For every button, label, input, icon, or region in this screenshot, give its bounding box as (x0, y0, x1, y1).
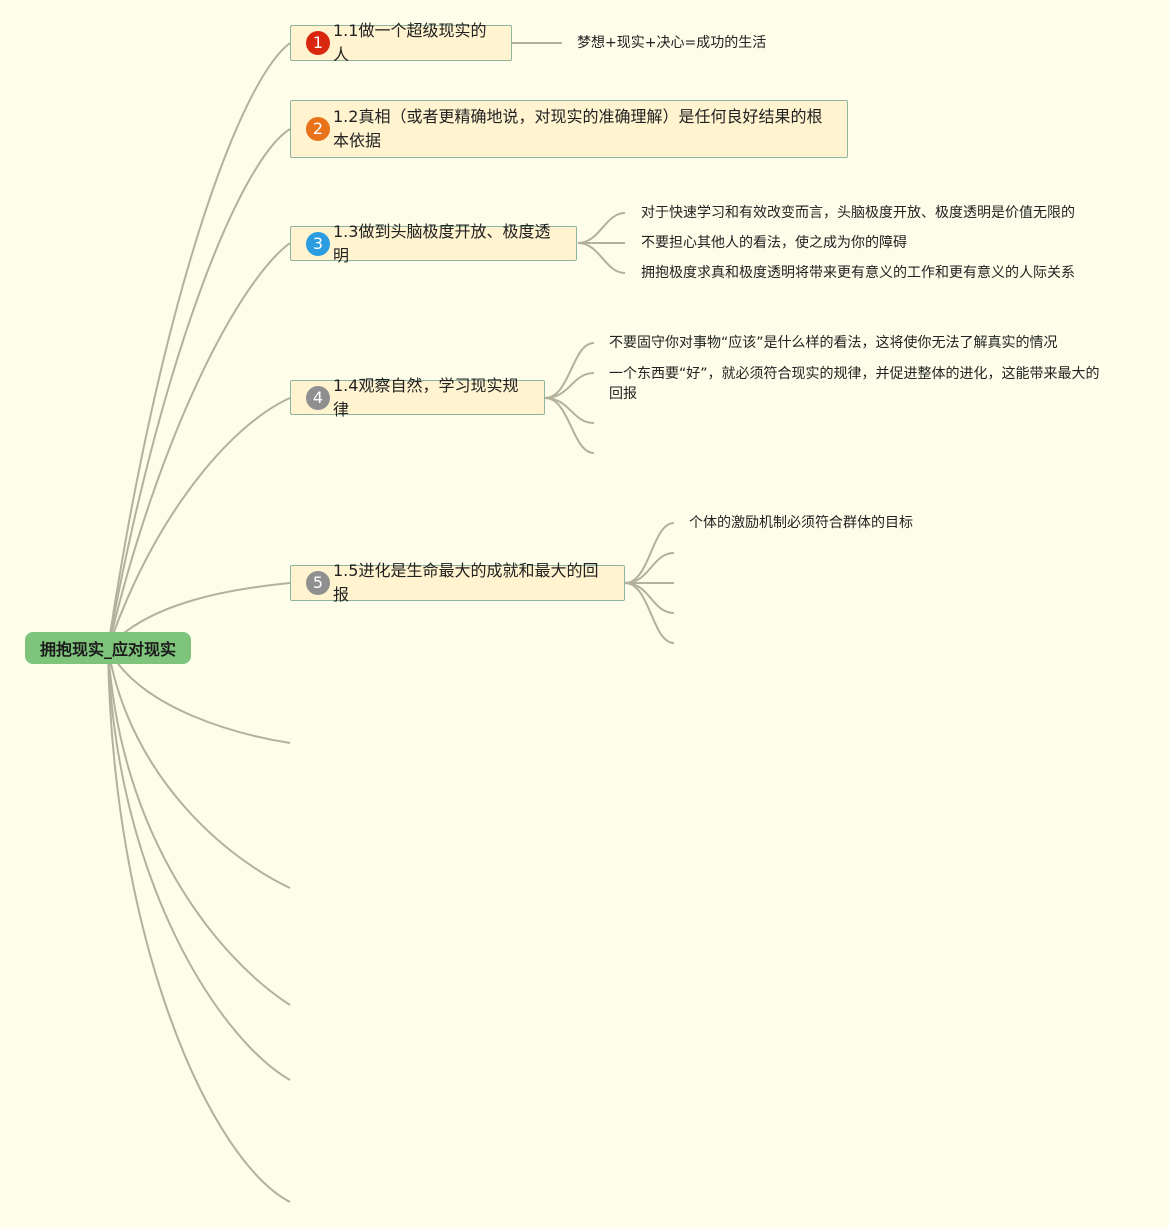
topic-5-label: 1.5进化是生命最大的成就和最大的回报 (333, 561, 599, 604)
topic-1-label: 1.1做一个超级现实的人 (333, 21, 487, 64)
subtopic-4-2[interactable]: 一个东西要“好”，就必须符合现实的规律，并促进整体的进化，这能带来最大的回报 (609, 366, 1100, 402)
branch-line-7 (107, 647, 291, 889)
branch-line-2 (107, 128, 291, 649)
root-topic-label: 拥抱现实_应对现实 (39, 640, 176, 659)
sub-line-4-4 (544, 397, 595, 454)
subtopic-1-1[interactable]: 梦想+现实+决心=成功的生活 (577, 35, 767, 51)
sub-line-4-1 (544, 342, 595, 399)
topic-2[interactable]: 2 1.2真相（或者更精确地说，对现实的准确理解）是任何良好结果的根本依据 (290, 100, 848, 158)
sub-line-5-1 (624, 522, 675, 584)
branch-line-1 (107, 42, 291, 649)
subtopic-3-1[interactable]: 对于快速学习和有效改变而言，头脑极度开放、极度透明是价值无限的 (641, 205, 1075, 221)
priority-3-icon: 3 (306, 231, 330, 256)
subtopic-3-3[interactable]: 拥抱极度求真和极度透明将带来更有意义的工作和更有意义的人际关系 (641, 265, 1075, 281)
priority-5-icon: 5 (306, 571, 330, 595)
sub-line-5-5 (624, 582, 675, 644)
branch-line-6 (107, 647, 291, 744)
branch-line-4 (107, 397, 291, 649)
topic-4[interactable]: 4 1.4观察自然，学习现实规律 (290, 376, 545, 419)
sub-line-3-1 (577, 212, 626, 244)
subtopic-3-2[interactable]: 不要担心其他人的看法，使之成为你的障碍 (641, 235, 907, 251)
topic-2-label: 1.2真相（或者更精确地说，对现实的准确理解）是任何良好结果的根本依据 (333, 107, 823, 150)
topic-4-label: 1.4观察自然，学习现实规律 (333, 375, 519, 419)
topic-5[interactable]: 5 1.5进化是生命最大的成就和最大的回报 (290, 561, 625, 604)
topic-1[interactable]: 1 1.1做一个超级现实的人 (290, 21, 512, 64)
sub-line-4-3 (544, 397, 595, 424)
priority-2-icon: 2 (306, 117, 330, 141)
subtopic-4-1[interactable]: 不要固守你对事物“应该”是什么样的看法，这将使你无法了解真实的情况 (609, 335, 1058, 351)
sub-line-3-3 (577, 242, 626, 274)
root-topic[interactable]: 拥抱现实_应对现实 (25, 632, 191, 664)
subtopic-5-1[interactable]: 个体的激励机制必须符合群体的目标 (689, 515, 913, 531)
branch-line-9 (107, 647, 291, 1081)
topic-3-label: 1.3做到头脑极度开放、极度透明 (333, 221, 551, 265)
sub-line-4-2 (544, 372, 595, 399)
branch-line-3 (107, 242, 291, 649)
branch-line-8 (107, 647, 291, 1006)
branch-line-10 (107, 647, 291, 1203)
topic-3[interactable]: 3 1.3做到头脑极度开放、极度透明 (290, 222, 577, 265)
priority-4-icon: 4 (306, 385, 330, 410)
priority-1-icon: 1 (306, 31, 330, 55)
